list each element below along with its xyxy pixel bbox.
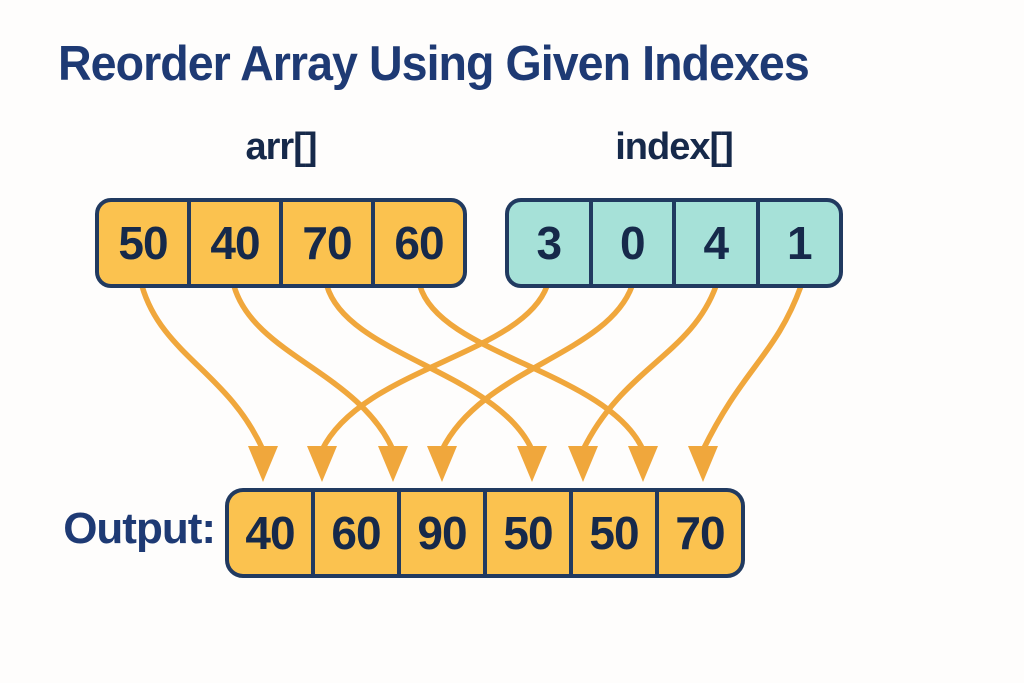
- arr-cell: 60: [371, 202, 463, 284]
- arrow-index-3-curve: [700, 283, 804, 453]
- output-cell: 70: [655, 492, 741, 574]
- arr-cell: 70: [279, 202, 371, 284]
- output-cell: 90: [397, 492, 483, 574]
- arrow-index-2-arrowhead-icon: [568, 446, 598, 482]
- arrow-index-3-arrowhead-icon: [688, 446, 718, 482]
- index-array-label: index[]: [615, 126, 734, 168]
- index-cell: 1: [755, 202, 839, 284]
- arr-cell: 40: [187, 202, 279, 284]
- index-cell: 0: [588, 202, 672, 284]
- arrow-index-1-curve: [439, 283, 635, 453]
- output-cell: 50: [483, 492, 569, 574]
- arrow-arr-1-arrowhead-icon: [378, 446, 408, 482]
- arrow-arr-3-curve: [417, 283, 646, 453]
- arrow-index-0-curve: [319, 283, 550, 453]
- arrow-arr-0-arrowhead-icon: [248, 446, 278, 482]
- arrow-index-0-arrowhead-icon: [307, 446, 337, 482]
- index-cell: 4: [672, 202, 756, 284]
- arrow-arr-3-arrowhead-icon: [628, 446, 658, 482]
- arrow-arr-2-curve: [324, 283, 535, 453]
- arr-cell: 50: [99, 202, 187, 284]
- arrow-index-1-arrowhead-icon: [427, 446, 457, 482]
- index-cell: 3: [509, 202, 589, 284]
- arrow-arr-2-arrowhead-icon: [517, 446, 547, 482]
- arrow-arr-0-curve: [139, 283, 266, 453]
- arrow-arr-1-curve: [231, 283, 396, 453]
- page-title: Reorder Array Using Given Indexes: [58, 37, 810, 91]
- output-cell: 50: [569, 492, 655, 574]
- output-cell: 40: [229, 492, 311, 574]
- arr-array-label: arr[]: [245, 126, 317, 168]
- arrow-index-2-curve: [580, 283, 719, 453]
- output-cell: 60: [311, 492, 397, 574]
- output-label: Output:: [63, 504, 216, 553]
